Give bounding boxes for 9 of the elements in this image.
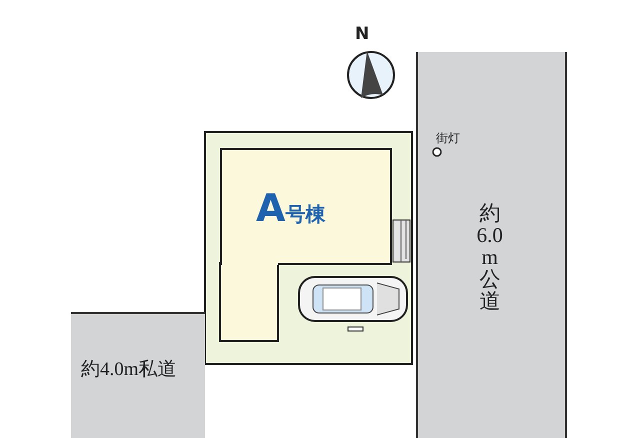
house-footprint: [220, 148, 392, 265]
road-label: 約4.0m私道: [81, 358, 177, 382]
street-light-label: 街灯: [436, 130, 460, 147]
road-label: 約6.0m公道: [476, 202, 504, 312]
private-road: [71, 312, 205, 438]
lot-outline: [204, 131, 413, 365]
north-label: N: [355, 24, 370, 44]
public-road: [416, 52, 567, 438]
building-label: A号棟: [256, 186, 326, 230]
